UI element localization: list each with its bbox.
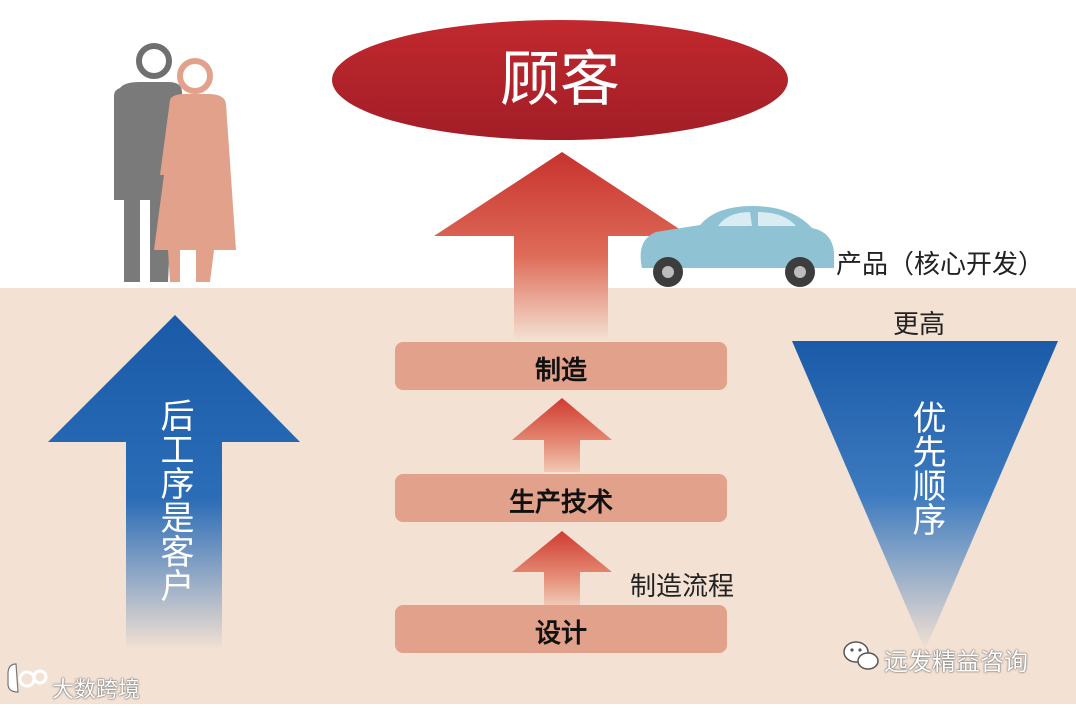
watermark-left: 大数跨境: [52, 678, 141, 703]
stage-label-manufacturing: 制造: [534, 356, 587, 386]
dashuju-logo-icon: [7, 663, 48, 693]
couple-icon: [114, 43, 236, 282]
wechat-icon: [843, 641, 879, 670]
priority-funnel: [792, 341, 1058, 650]
car-icon: [640, 206, 834, 287]
priority-label: 优先顺序: [906, 400, 946, 536]
small-arrow-upper: [512, 398, 612, 472]
customer-ellipse: [332, 20, 788, 140]
customer-title: 顾客: [500, 45, 620, 115]
stage-bar-manufacturing: [395, 342, 727, 390]
stage-label-design: 设计: [534, 619, 587, 649]
stage-bar-design: [395, 605, 727, 653]
watermark-right: 远发精益咨询: [884, 648, 1028, 676]
priority-top-label: 更高: [893, 310, 946, 340]
manufacturing-arrow: [434, 152, 690, 340]
process-label: 制造流程: [630, 572, 735, 602]
product-label: 产品（核心开发）: [836, 250, 1045, 280]
stage-bar-production-tech: [395, 474, 727, 522]
stage-label-production-tech: 生产技术: [508, 488, 613, 518]
downstream-customer-arrow: [48, 315, 300, 650]
downstream-customer-label: 后工序是客户: [154, 398, 194, 602]
small-arrow-lower: [512, 531, 612, 605]
